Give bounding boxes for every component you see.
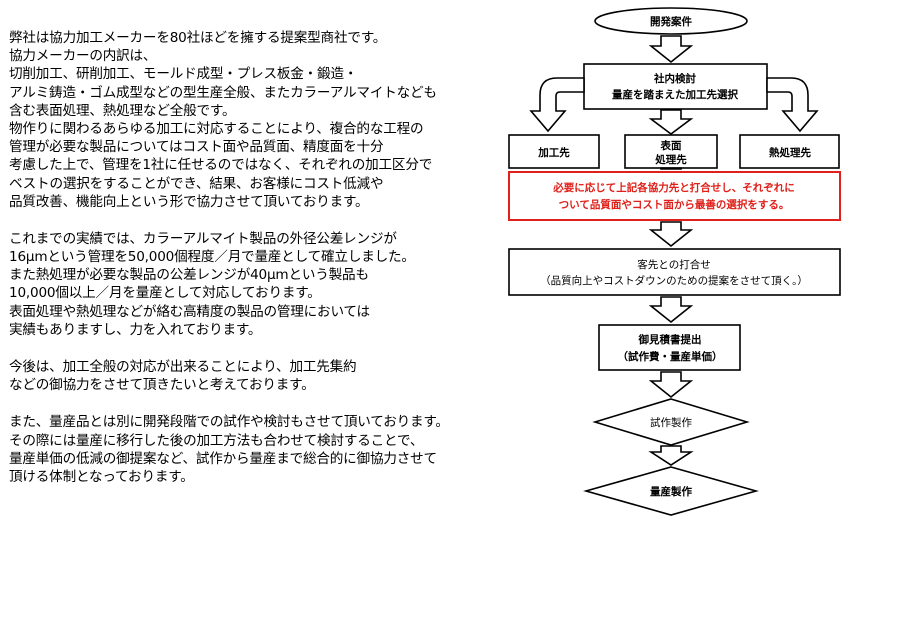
coordination-note-line1: 必要に応じて上記各協力先と打合せし、それぞれに [552, 181, 795, 194]
text-line: 協力メーカーの内訳は、 [9, 48, 157, 65]
down-arrow [660, 167, 682, 170]
paragraph-2: これまでの実績では、カラーアルマイト製品の外径公差レンジが 16μmという管理を… [9, 230, 514, 339]
text-line: 10,000個以上／月を量産として対応しております。 [9, 285, 321, 302]
customer-meeting-subtitle: （品質向上やコストダウンのための提案をさせて頂く。） [540, 274, 808, 287]
surface-treatment-box [624, 134, 718, 169]
processing-label: 加工先 [537, 146, 570, 159]
surface-label-line2: 処理先 [654, 153, 687, 166]
curved-arrow-left [529, 77, 585, 133]
coordination-note-line2: ついて品質面やコスト面から最善の選択をする。 [559, 198, 790, 211]
customer-meeting-box [508, 248, 841, 296]
processing-box [508, 134, 600, 169]
down-arrow [648, 296, 694, 324]
quotation-title: 御見積書提出 [638, 333, 702, 346]
quotation-box [598, 324, 741, 371]
quotation-subtitle: （試作費・量産単価） [618, 350, 723, 363]
heat-treatment-box [739, 134, 840, 169]
text-line: 16μmという管理を50,000個程度／月で量産として確立しました。 [9, 249, 415, 266]
internal-review-box [583, 63, 768, 110]
down-arrow [648, 445, 694, 466]
paragraph-3: 今後は、加工全般の対応が出来ることにより、加工先集約 などの御協力をさせて頂きた… [9, 358, 514, 394]
prototype-label: 試作製作 [650, 416, 692, 429]
paragraph-4: また、量産品とは別に開発段階での試作や検討もさせて頂いております。 その際には量… [9, 413, 514, 486]
down-arrow [648, 35, 694, 64]
paragraph-1: 弊社は協力加工メーカーを80社ほどを擁する提案型商社です。 協力メーカーの内訳は… [9, 29, 514, 211]
mass-production-label: 量産製作 [650, 485, 692, 498]
text-line: 管理が必要な製品についてはコスト面や品質面、精度面を十分 [9, 139, 384, 156]
text-line: 頂ける体制となっております。 [9, 468, 194, 485]
text-line: 実績もありますし、力を入れております。 [9, 321, 262, 338]
down-arrow [648, 109, 694, 135]
heat-label: 熱処理先 [769, 146, 811, 159]
internal-review-title: 社内検討 [653, 72, 696, 85]
text-line: これまでの実績では、カラーアルマイト製品の外径公差レンジが [9, 230, 397, 247]
text-line: また、量産品とは別に開発段階での試作や検討もさせて頂いております。 [9, 414, 449, 431]
text-line: 切削加工、研削加工、モールド成型・プレス板金・鍛造・ [9, 66, 358, 83]
company-description: 弊社は協力加工メーカーを80社ほどを擁する提案型商社です。 協力メーカーの内訳は… [9, 29, 514, 486]
text-line: アルミ鋳造・ゴム成型などの型生産全般、またカラーアルマイトなども [9, 84, 437, 101]
text-line: 量産単価の低減の御提案など、試作から量産まで総合的に御協力させて [9, 450, 437, 467]
text-line: また熱処理が必要な製品の公差レンジが40μmという製品も [9, 267, 369, 284]
text-line: 含む表面処理、熱処理など全般です。 [9, 102, 236, 119]
coordination-note-box [508, 171, 841, 221]
customer-meeting-title: 客先との打合せ [637, 258, 710, 271]
text-line: 物作りに関わるあらゆる加工に対応することにより、複合的な工程の [9, 120, 424, 137]
prototype-node [592, 398, 750, 446]
text-line: 弊社は協力加工メーカーを80社ほどを擁する提案型商社です。 [9, 30, 387, 46]
text-line: その際には量産に移行した後の加工方法も合わせて検討することで、 [9, 432, 424, 449]
text-line: などの御協力をさせて頂きたいと考えております。 [9, 377, 315, 394]
mass-production-node [583, 466, 759, 516]
text-line: 表面処理や熱処理などが絡む高精度の製品の管理においては [9, 303, 370, 320]
start-label: 開発案件 [650, 15, 692, 28]
internal-review-subtitle: 量産を踏まえた加工先選択 [612, 88, 738, 101]
text-line: 考慮した上で、管理を1社に任せるのではなく、それぞれの加工区分で [9, 157, 433, 174]
down-arrow [648, 371, 694, 399]
down-arrow [648, 221, 694, 248]
curved-arrow-right [766, 77, 819, 133]
text-line: ベストの選択をすることができ、結果、お客様にコスト低減や [9, 175, 384, 192]
start-node [594, 7, 748, 35]
text-line: 品質改善、機能向上という形で協力させて頂いております。 [9, 193, 369, 210]
surface-label-line1: 表面 [660, 139, 682, 152]
text-line: 今後は、加工全般の対応が出来ることにより、加工先集約 [9, 359, 357, 375]
